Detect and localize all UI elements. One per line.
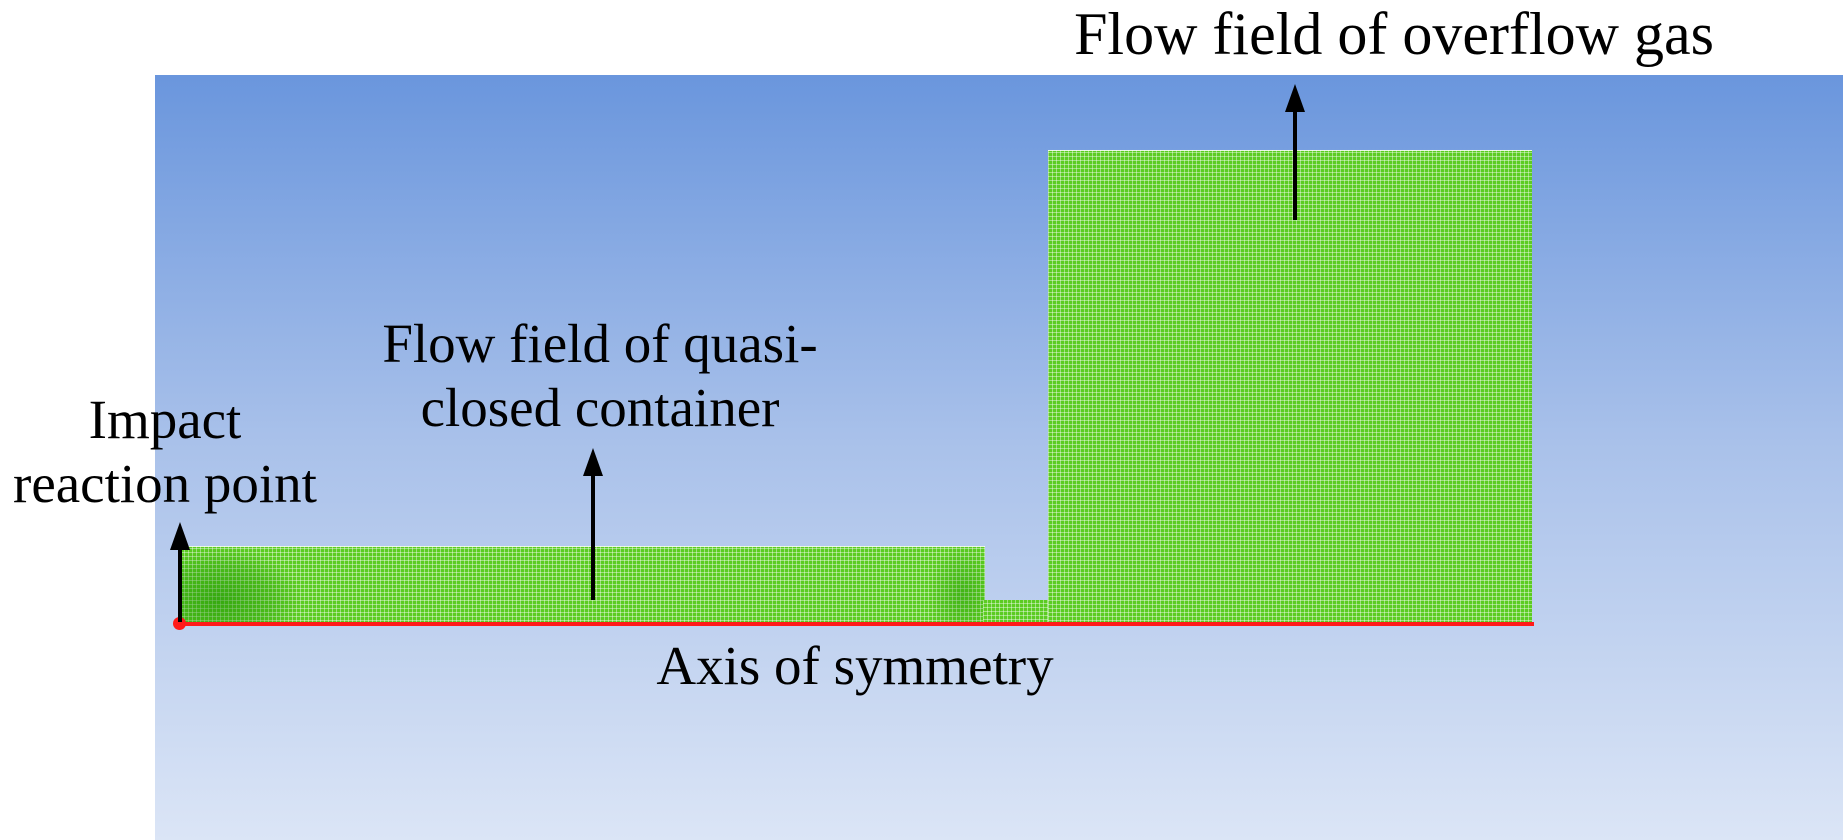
overflow-channel-mesh: [983, 600, 1050, 624]
quasi-closed-up-arrow-icon: [583, 448, 603, 600]
label-quasi-closed-line2: closed container: [420, 376, 780, 438]
label-quasi-closed-line1: Flow field of quasi-: [382, 313, 818, 374]
flow-domain-background: [155, 75, 1843, 840]
label-impact-reaction-point: Impact reaction point: [5, 388, 325, 516]
impact-point-up-arrow-icon: [170, 522, 190, 622]
label-impact-line2: reaction point: [13, 452, 317, 514]
overflow-gas-mesh: [1048, 150, 1532, 625]
symmetry-axis-line: [178, 622, 1534, 626]
impact-reaction-point-dot: [173, 617, 186, 630]
label-axis-of-symmetry-text: Axis of symmetry: [656, 635, 1054, 696]
overflow-gas-up-arrow-icon: [1285, 84, 1305, 220]
label-quasi-closed-container: Flow field of quasi- closed container: [320, 312, 880, 440]
label-impact-line1: Impact: [88, 389, 242, 450]
quasi-closed-container-mesh: [180, 546, 985, 625]
label-overflow-gas-text: Flow field of overflow gas: [1074, 1, 1714, 67]
label-overflow-gas: Flow field of overflow gas: [945, 0, 1843, 70]
label-axis-of-symmetry: Axis of symmetry: [600, 634, 1110, 698]
